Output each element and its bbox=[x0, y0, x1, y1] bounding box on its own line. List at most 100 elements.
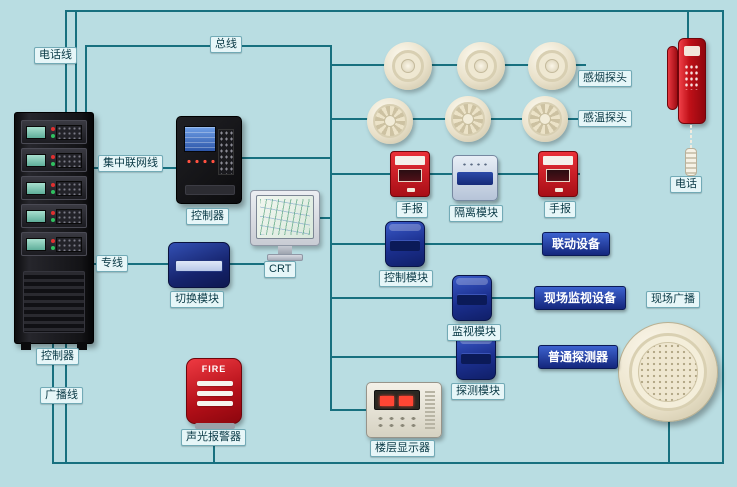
cabinet-screen bbox=[26, 210, 46, 223]
ceiling-speaker bbox=[618, 322, 718, 422]
cabinet-unit bbox=[21, 204, 87, 228]
cabinet-screen bbox=[26, 238, 46, 251]
cabinet-led bbox=[51, 127, 55, 131]
wire-panel-trunk bbox=[240, 157, 332, 159]
module-label-band bbox=[461, 353, 491, 364]
alarm-slat bbox=[197, 391, 233, 396]
cabinet-grille bbox=[23, 271, 85, 333]
cabinet-unit bbox=[21, 120, 87, 144]
floor-display-grille bbox=[425, 391, 435, 429]
label-network-line: 集中联网线 bbox=[98, 155, 163, 172]
module-top-face bbox=[389, 224, 421, 231]
smoke-detector bbox=[528, 42, 576, 90]
cabinet-led bbox=[51, 183, 55, 187]
wire-detect-row bbox=[330, 356, 542, 358]
manual-call-point bbox=[538, 151, 578, 197]
label-sound-light-alarm: 声光报警器 bbox=[181, 429, 246, 446]
crt-map-graphic bbox=[260, 199, 310, 235]
wire-monitor-row bbox=[330, 297, 542, 299]
label-floor-display: 楼层显示器 bbox=[370, 440, 435, 457]
cabinet-foot bbox=[77, 342, 87, 350]
label-bus: 总线 bbox=[210, 36, 242, 53]
cabinet-keypad bbox=[56, 209, 82, 224]
detector-hub bbox=[539, 113, 551, 125]
cabinet-unit bbox=[21, 148, 87, 172]
crt-screen bbox=[256, 195, 314, 239]
cabinet-unit bbox=[21, 232, 87, 256]
cabinet-led bbox=[51, 155, 55, 159]
crt-stand-neck bbox=[278, 246, 292, 255]
wire-bus-riser bbox=[85, 45, 87, 115]
wire-phone-drop bbox=[687, 10, 689, 42]
cabinet-foot bbox=[21, 342, 31, 350]
wire-control-row bbox=[330, 243, 544, 245]
cabinet-keypad bbox=[56, 181, 82, 196]
manual-call-button bbox=[407, 188, 415, 192]
smoke-detector bbox=[457, 42, 505, 90]
detector-ring bbox=[536, 50, 568, 82]
floor-display-digits bbox=[399, 396, 413, 406]
wire-bottom-loop bbox=[52, 462, 724, 464]
site-monitor-device-label: 现场监视设备 bbox=[534, 286, 627, 310]
telephone-cord bbox=[690, 125, 692, 148]
control-cabinet bbox=[14, 112, 94, 350]
label-isolation-module: 隔离模块 bbox=[449, 205, 503, 222]
cabinet-screen bbox=[26, 182, 46, 195]
manual-call-window bbox=[398, 169, 422, 182]
detector-core bbox=[474, 59, 488, 73]
manual-call-label-strip bbox=[543, 156, 573, 165]
telephone-cord-coil bbox=[685, 148, 697, 176]
isolation-module-band bbox=[457, 172, 493, 185]
telephone-display bbox=[684, 46, 700, 56]
ordinary-detector-label: 普通探测器 bbox=[538, 345, 619, 369]
label-control-module: 控制模块 bbox=[379, 270, 433, 287]
cabinet-led bbox=[51, 239, 55, 243]
floor-display bbox=[366, 382, 442, 438]
monitor-module bbox=[452, 275, 492, 321]
label-broadcast-line: 广播线 bbox=[40, 387, 83, 404]
label-dedicated-line: 专线 bbox=[96, 255, 128, 272]
label-heat-detector: 感温探头 bbox=[578, 110, 632, 127]
detector-hub bbox=[384, 115, 396, 127]
wire-floor-display bbox=[330, 409, 370, 411]
cabinet-screen bbox=[26, 126, 46, 139]
cabinet-keypad bbox=[56, 125, 82, 140]
manual-call-button bbox=[555, 188, 563, 192]
isolation-module-vents bbox=[461, 162, 491, 167]
cabinet-unit bbox=[21, 176, 87, 200]
label-detect-module: 探测模块 bbox=[451, 383, 505, 400]
smoke-detector bbox=[384, 42, 432, 90]
module-label-band bbox=[457, 294, 487, 305]
control-module bbox=[385, 221, 425, 267]
floor-display-screen bbox=[374, 390, 420, 410]
wire-top-loop bbox=[65, 10, 724, 12]
controller-keypad bbox=[218, 129, 234, 175]
wire-bus bbox=[85, 45, 332, 47]
label-phone-line: 电话线 bbox=[34, 47, 77, 64]
label-site-broadcast: 现场广播 bbox=[646, 291, 700, 308]
crt-frame bbox=[250, 190, 320, 246]
isolation-module bbox=[452, 155, 498, 201]
sound-light-alarm: FIRE bbox=[186, 358, 242, 429]
heat-detector bbox=[367, 98, 413, 144]
floor-display-buttons bbox=[375, 415, 419, 429]
cabinet-keypad bbox=[56, 153, 82, 168]
label-manual-call: 手报 bbox=[544, 201, 576, 218]
controller-panel bbox=[176, 116, 242, 204]
alarm-base bbox=[195, 423, 235, 429]
floor-display-digits bbox=[380, 396, 394, 406]
alarm-slat bbox=[197, 401, 233, 406]
heat-detector bbox=[445, 96, 491, 142]
crt-stand-base bbox=[267, 254, 303, 261]
label-manual-call: 手报 bbox=[396, 201, 428, 218]
label-telephone: 电话 bbox=[670, 176, 702, 193]
cabinet-screen bbox=[26, 154, 46, 167]
label-monitor-module: 监视模块 bbox=[447, 324, 501, 341]
detector-core bbox=[545, 59, 559, 73]
wire-switch-crt bbox=[230, 263, 286, 265]
wire-speaker-drop bbox=[668, 420, 670, 464]
detector-ring bbox=[465, 50, 497, 82]
telephone-handset bbox=[667, 46, 678, 110]
label-smoke-detector: 感烟探头 bbox=[578, 70, 632, 87]
